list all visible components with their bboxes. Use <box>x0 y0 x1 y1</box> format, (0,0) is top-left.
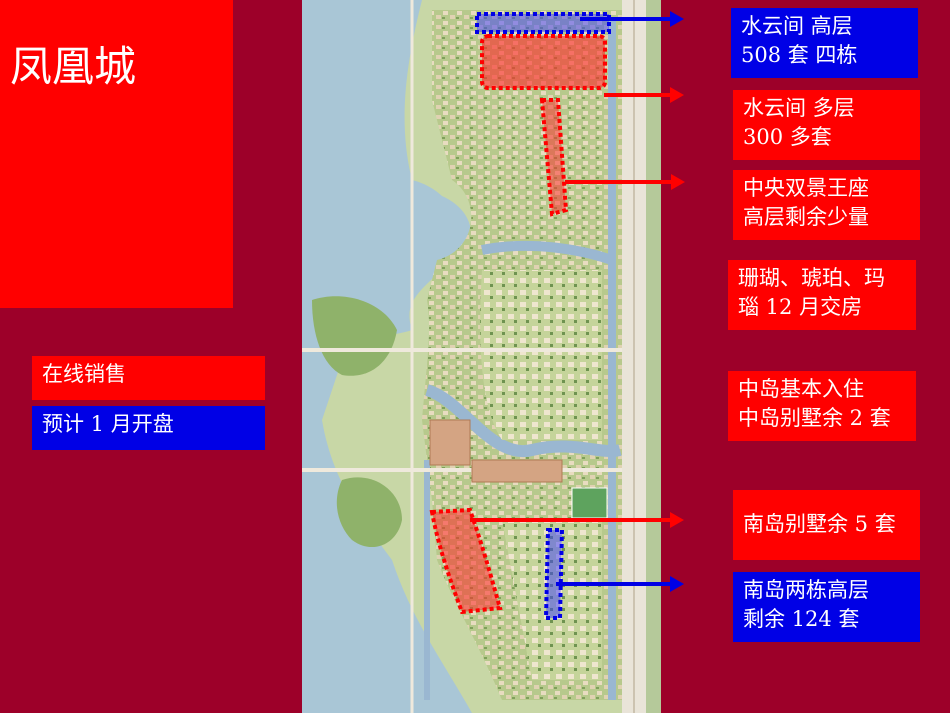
note-line: 中岛别墅余 2 套 <box>738 406 891 430</box>
site-plan-image <box>302 0 661 713</box>
note-shuiyunjian-highrise: 水云间 高层 508 套 四栋 <box>731 8 918 78</box>
legend-upcoming-label: 预计 1 月开盘 <box>42 412 174 436</box>
legend-upcoming: 预计 1 月开盘 <box>32 406 265 450</box>
legend-online-sale: 在线销售 <box>32 356 265 400</box>
note-middle-island: 中岛基本入住 中岛别墅余 2 套 <box>728 371 916 441</box>
note-central-twin-view: 中央双景王座 高层剩余少量 <box>733 170 920 240</box>
note-line: 剩余 124 套 <box>743 607 860 631</box>
note-line: 508 套 四栋 <box>741 43 858 67</box>
note-line: 珊瑚、琥珀、玛 <box>738 266 885 290</box>
note-line: 300 多套 <box>743 125 832 149</box>
sale-area-south-island-villas <box>429 507 503 615</box>
note-line: 高层剩余少量 <box>743 205 869 229</box>
note-line: 南岛两栋高层 <box>743 578 869 602</box>
note-line: 水云间 高层 <box>741 14 853 38</box>
title-panel: 凤凰城 <box>0 0 233 308</box>
note-line: 中央双景王座 <box>743 176 869 200</box>
note-line: 瑙 12 月交房 <box>738 295 863 319</box>
note-coral-amber-agate: 珊瑚、琥珀、玛 瑙 12 月交房 <box>728 260 916 330</box>
note-shuiyunjian-multistory: 水云间 多层 300 多套 <box>733 90 920 160</box>
note-line: 南岛别墅余 5 套 <box>743 512 896 536</box>
sale-area-shuiyunjian-multistory <box>480 34 607 90</box>
note-south-island-villas: 南岛别墅余 5 套 <box>733 490 920 560</box>
page-title: 凤凰城 <box>10 42 137 91</box>
legend-online-label: 在线销售 <box>42 362 126 386</box>
upcoming-area-shuiyunjian-highrise <box>475 12 611 34</box>
note-south-island-highrise: 南岛两栋高层 剩余 124 套 <box>733 572 920 642</box>
note-line: 水云间 多层 <box>743 96 855 120</box>
upcoming-area-south-island-highrise <box>543 528 565 620</box>
sale-area-central-twin-view <box>539 98 569 217</box>
note-line: 中岛基本入住 <box>738 377 864 401</box>
site-plan-map <box>302 0 661 713</box>
